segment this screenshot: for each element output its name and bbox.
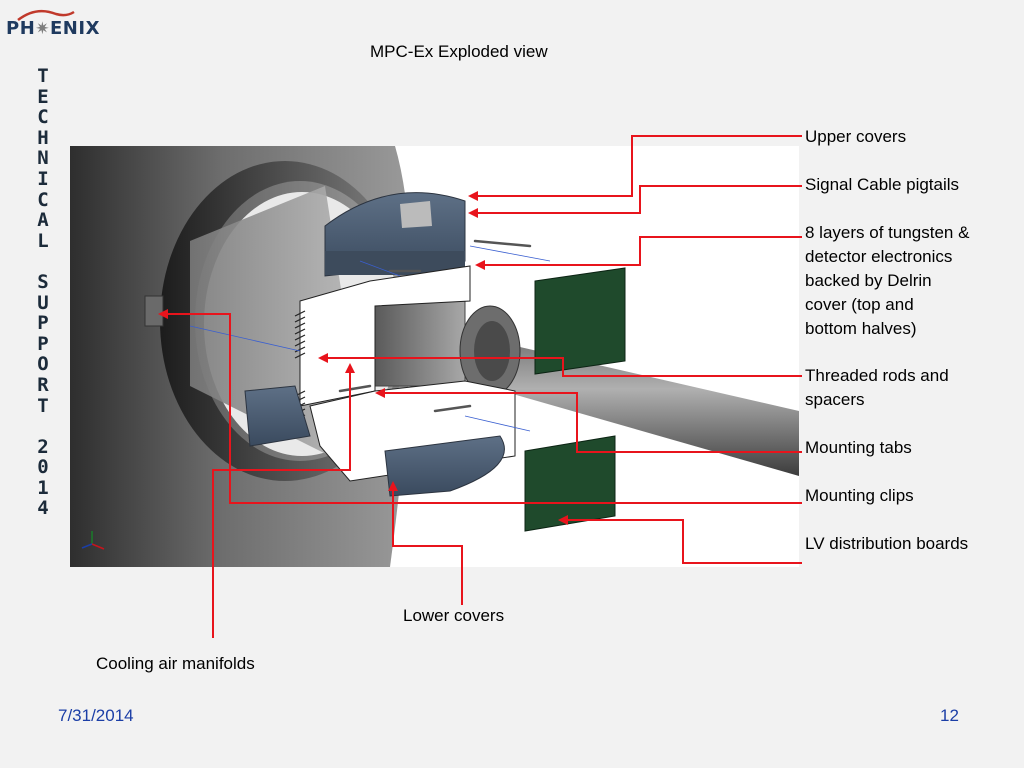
banner-letter: L	[37, 229, 49, 252]
banner-letter: 1	[37, 476, 49, 499]
banner-letter: A	[37, 209, 49, 232]
banner-letter: E	[37, 85, 49, 108]
logo-text-right: ENIX	[50, 18, 100, 39]
banner-letter: 2	[37, 435, 49, 458]
sunburst-icon: ✷	[35, 19, 51, 39]
banner-letter: 4	[37, 497, 49, 520]
banner-letter: T	[37, 394, 49, 417]
mpc-ex-exploded-render	[70, 146, 799, 567]
label-line: Threaded rods and	[805, 366, 949, 385]
banner-letter: C	[37, 106, 49, 129]
label-upper-covers: Upper covers	[805, 127, 907, 146]
banner-letter: U	[37, 291, 49, 314]
label-cooling-air-manifolds: Cooling air manifolds	[96, 654, 255, 673]
label-line: 8 layers of tungsten &	[805, 223, 970, 242]
label-line: bottom halves)	[805, 319, 917, 338]
banner-letter: 0	[37, 456, 49, 479]
label-lv-distribution-boards: LV distribution boards	[805, 534, 969, 553]
slide-title: MPC-Ex Exploded view	[370, 42, 548, 61]
logo-swoosh-icon	[17, 9, 75, 21]
logo-text-left: PH	[6, 18, 36, 39]
label-line: backed by Delrin	[805, 271, 932, 290]
label-mounting-tabs: Mounting tabs	[805, 438, 912, 457]
label-mounting-clips: Mounting clips	[805, 486, 914, 505]
banner-letter: O	[37, 353, 49, 376]
label-threaded-rods: Threaded rods and spacers	[805, 364, 949, 412]
banner-letter: T	[37, 65, 49, 87]
technical-support-banner: T E C H N I C A L S U P P O R T 2 0 1 4	[28, 66, 58, 519]
banner-letter: I	[37, 167, 49, 190]
banner-letter: P	[37, 312, 49, 335]
banner-letter: R	[37, 373, 49, 396]
label-lower-covers: Lower covers	[403, 606, 505, 625]
label-tungsten-layers: 8 layers of tungsten & detector electron…	[805, 221, 969, 341]
footer-date: 7/31/2014	[58, 706, 134, 725]
phenix-logo: PH✷ENIX	[6, 18, 100, 39]
banner-letter: P	[37, 332, 49, 355]
label-line: cover (top and	[805, 295, 914, 314]
banner-letter: C	[37, 188, 49, 211]
label-line: spacers	[805, 390, 865, 409]
label-signal-cable-pigtails: Signal Cable pigtails	[805, 175, 960, 194]
label-line: detector electronics	[805, 247, 953, 266]
slide-number: 12	[940, 706, 959, 725]
banner-letter: N	[37, 147, 49, 170]
banner-letter: S	[37, 270, 49, 293]
banner-letter: H	[37, 126, 49, 149]
